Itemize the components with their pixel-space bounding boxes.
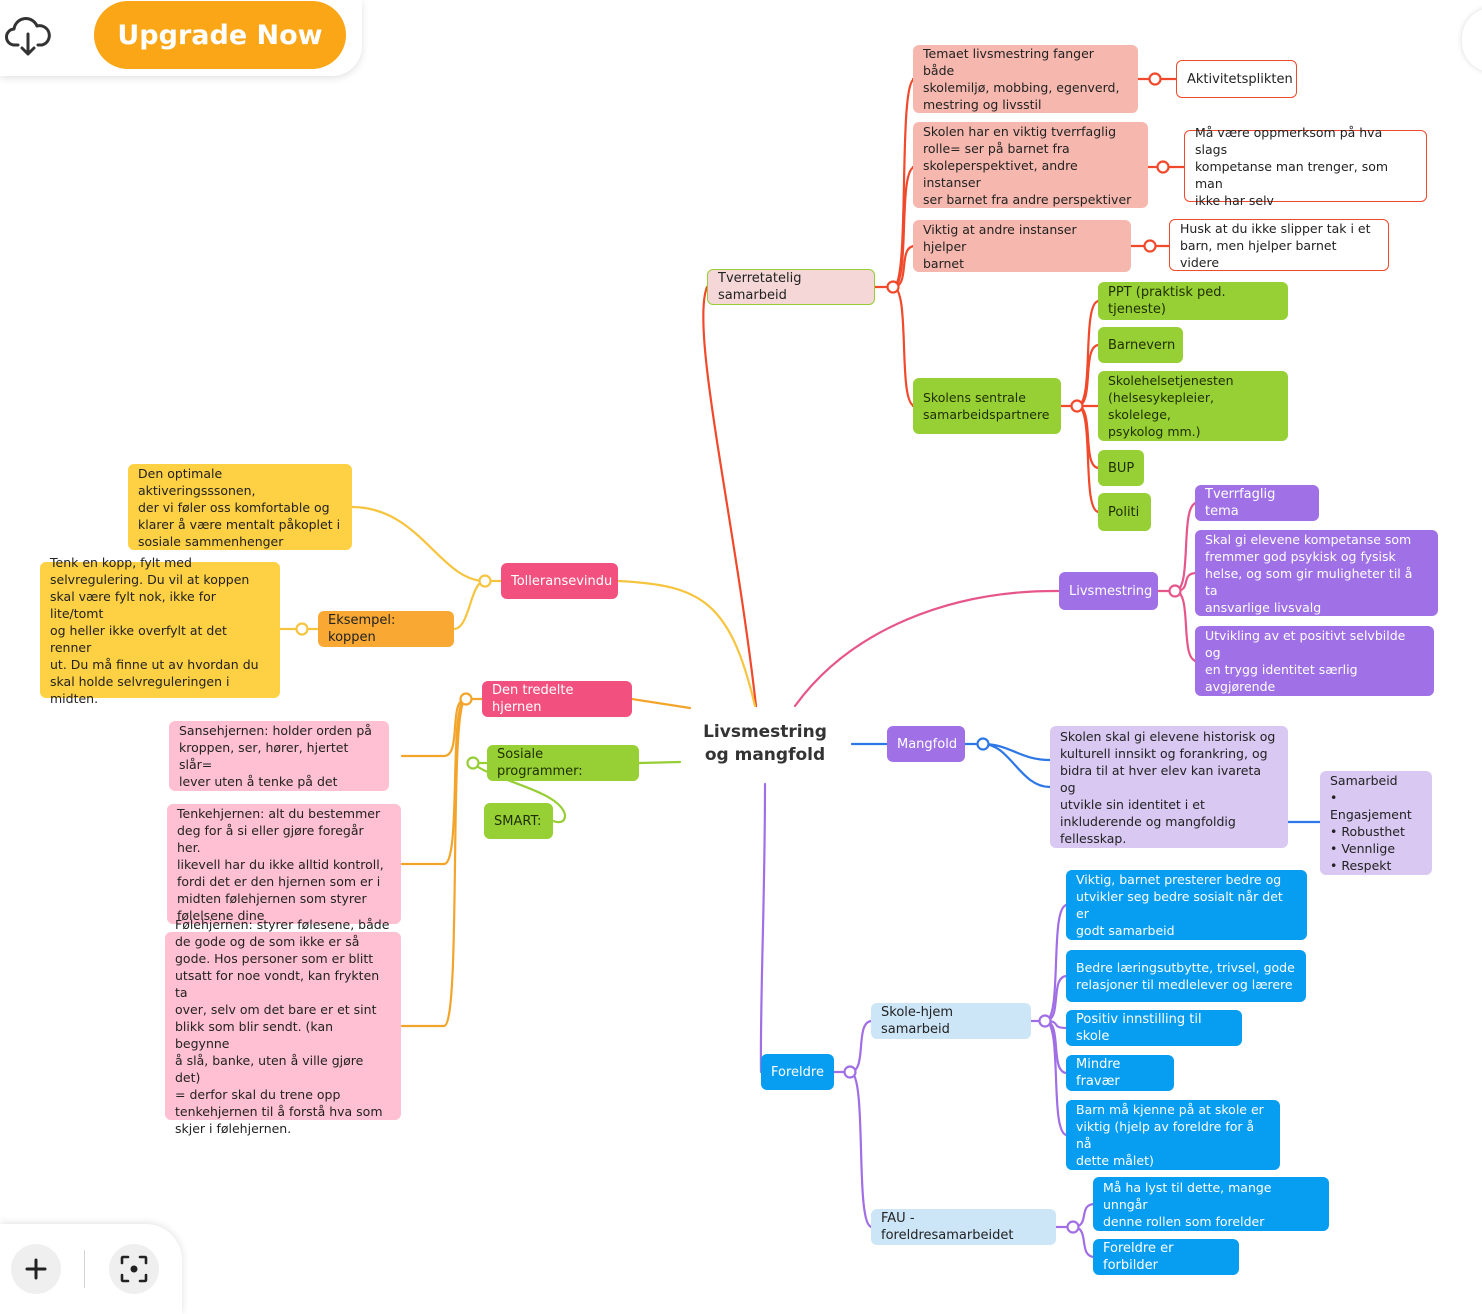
partner-skolehelsetjenesten[interactable]: Skolehelsetjenesten (helsesykepleier, sk… bbox=[1098, 371, 1288, 441]
connector-31 bbox=[848, 1070, 873, 1229]
cloud-download-icon[interactable] bbox=[4, 12, 52, 60]
connector-11 bbox=[891, 285, 916, 408]
subtopic-smart[interactable]: SMART: bbox=[484, 803, 553, 839]
connector-43 bbox=[452, 579, 487, 631]
connector-8 bbox=[891, 77, 917, 289]
subtopic-tverrfaglig-tema[interactable]: Tverrfaglig tema bbox=[1195, 485, 1319, 521]
connector-1 bbox=[793, 589, 1061, 708]
collapse-handle[interactable] bbox=[295, 622, 309, 636]
collapse-handle[interactable] bbox=[1156, 160, 1170, 174]
connector-16 bbox=[1075, 299, 1100, 408]
connector-3 bbox=[759, 782, 767, 1074]
partner-barnevern[interactable]: Barnevern bbox=[1098, 327, 1183, 363]
subtopic-aktivitetsplikten[interactable]: Aktivitetsplikten bbox=[1176, 60, 1297, 98]
central-topic[interactable]: Livsmestring og mangfold bbox=[690, 716, 840, 772]
connector-4 bbox=[616, 579, 757, 708]
subtopic-skole-hjem-samarbeid[interactable]: Skole-hjem samarbeid bbox=[871, 1003, 1031, 1039]
partner-politi[interactable]: Politi bbox=[1098, 493, 1151, 531]
focus-center-icon bbox=[120, 1255, 148, 1283]
connector-20 bbox=[1075, 404, 1100, 514]
connector-27 bbox=[981, 742, 1052, 789]
right-panel-toggle[interactable] bbox=[1462, 8, 1482, 72]
connector-30 bbox=[848, 1019, 873, 1074]
topic-mangfold[interactable]: Mangfold bbox=[887, 726, 965, 762]
subtopic-andre-instanser[interactable]: Viktig at andre instanser hjelper barnet bbox=[913, 220, 1131, 272]
subtopic-folehjernen[interactable]: Følehjernen: styrer følesene, både de go… bbox=[165, 917, 401, 1136]
connector-48 bbox=[400, 697, 468, 1028]
subtopic-presterer-bedre[interactable]: Viktig, barnet presterer bedre og utvikl… bbox=[1066, 870, 1307, 940]
connector-0 bbox=[702, 285, 758, 708]
top-toolbar: Upgrade Now bbox=[0, 0, 362, 76]
connector-37 bbox=[1043, 1019, 1068, 1137]
connector-10 bbox=[891, 244, 916, 289]
subtopic-samarbeidspartnere[interactable]: Skolens sentrale samarbeidspartnere bbox=[913, 378, 1061, 434]
subtopic-eksempel-koppen[interactable]: Eksempel: koppen bbox=[318, 611, 454, 647]
connector-5 bbox=[630, 697, 692, 710]
connector-47 bbox=[400, 697, 468, 866]
subtopic-tenkehjernen[interactable]: Tenkehjernen: alt du bestemmer deg for å… bbox=[167, 804, 401, 924]
toolbar-separator bbox=[84, 1250, 85, 1288]
subtopic-sansehjernen[interactable]: Sansehjernen: holder orden på kroppen, s… bbox=[169, 721, 389, 791]
subtopic-kopp[interactable]: Tenk en kopp, fylt med selvregulering. D… bbox=[40, 555, 280, 706]
connector-6 bbox=[637, 760, 682, 765]
collapse-handle[interactable] bbox=[459, 692, 473, 706]
subtopic-tverrfaglig-rolle[interactable]: Skolen har en viktig tverrfaglig rolle= … bbox=[913, 122, 1148, 208]
topic-livsmestring[interactable]: Livsmestring bbox=[1059, 572, 1158, 610]
subtopic-forbilder[interactable]: Foreldre er forbilder bbox=[1093, 1239, 1239, 1275]
subtopic-livsmestring-scope[interactable]: Temaet livsmestring fanger både skolemil… bbox=[913, 45, 1138, 113]
topic-sosiale-programmer[interactable]: Sosiale programmer: bbox=[487, 745, 639, 781]
subtopic-kompetanse-helse[interactable]: Skal gi elevene kompetanse som fremmer g… bbox=[1195, 530, 1438, 616]
subtopic-laeringsutbytte[interactable]: Bedre læringsutbytte, trivsel, gode rela… bbox=[1066, 950, 1306, 1002]
subtopic-kompetanse[interactable]: Må være oppmerksom på hva slags kompetan… bbox=[1184, 125, 1427, 208]
add-topic-button[interactable] bbox=[11, 1244, 61, 1294]
focus-center-button[interactable] bbox=[109, 1244, 159, 1294]
collapse-handle[interactable] bbox=[1143, 239, 1157, 253]
topic-foreldre[interactable]: Foreldre bbox=[761, 1054, 834, 1090]
subtopic-fau[interactable]: FAU - foreldresamarbeidet bbox=[871, 1209, 1056, 1245]
collapse-handle[interactable] bbox=[843, 1065, 857, 1079]
connector-33 bbox=[1043, 903, 1068, 1023]
subtopic-aktiveringssone[interactable]: Den optimale aktiveringsssonen, der vi f… bbox=[128, 464, 352, 550]
collapse-handle[interactable] bbox=[976, 737, 990, 751]
collapse-handle[interactable] bbox=[478, 574, 492, 588]
subtopic-lyst[interactable]: Må ha lyst til dette, mange unngår denne… bbox=[1093, 1177, 1329, 1231]
topic-tverretatelig-samarbeid[interactable]: Tverretatelig samarbeid bbox=[707, 269, 875, 305]
connector-22 bbox=[1173, 501, 1198, 593]
subtopic-slipper-tak[interactable]: Husk at du ikke slipper tak i et barn, m… bbox=[1169, 219, 1389, 271]
central-topic-label: Livsmestring og mangfold bbox=[703, 722, 827, 765]
partner-bup[interactable]: BUP bbox=[1098, 450, 1144, 486]
partner-ppt[interactable]: PPT (praktisk ped. tjeneste) bbox=[1098, 282, 1288, 320]
connector-9 bbox=[891, 165, 916, 289]
subtopic-identitet[interactable]: Skolen skal gi elevene historisk og kult… bbox=[1050, 726, 1288, 848]
collapse-handle[interactable] bbox=[1066, 1220, 1080, 1234]
upgrade-now-button[interactable]: Upgrade Now bbox=[94, 1, 346, 69]
topic-tredelte-hjernen[interactable]: Den tredelte hjernen bbox=[482, 681, 632, 717]
subtopic-mindre-fravaer[interactable]: Mindre fravær bbox=[1066, 1055, 1174, 1091]
subtopic-samarbeid-verdier[interactable]: Samarbeid • Engasjement • Robusthet • Ve… bbox=[1320, 771, 1432, 875]
subtopic-selvbilde[interactable]: Utvikling av et positivt selvbilde og en… bbox=[1195, 626, 1434, 696]
subtopic-skole-viktig[interactable]: Barn må kjenne på at skole er viktig (hj… bbox=[1066, 1100, 1280, 1170]
subtopic-positiv-innstilling[interactable]: Positiv innstilling til skole bbox=[1066, 1010, 1242, 1046]
plus-icon bbox=[25, 1258, 47, 1280]
collapse-handle[interactable] bbox=[466, 756, 480, 770]
topic-tolleransevindu[interactable]: Tolleransevindu bbox=[501, 563, 618, 599]
connector-24 bbox=[1173, 589, 1198, 663]
collapse-handle[interactable] bbox=[1168, 584, 1182, 598]
collapse-handle[interactable] bbox=[1070, 399, 1084, 413]
collapse-handle[interactable] bbox=[886, 280, 900, 294]
collapse-handle[interactable] bbox=[1038, 1014, 1052, 1028]
collapse-handle[interactable] bbox=[1148, 72, 1162, 86]
connector-42 bbox=[350, 505, 487, 583]
